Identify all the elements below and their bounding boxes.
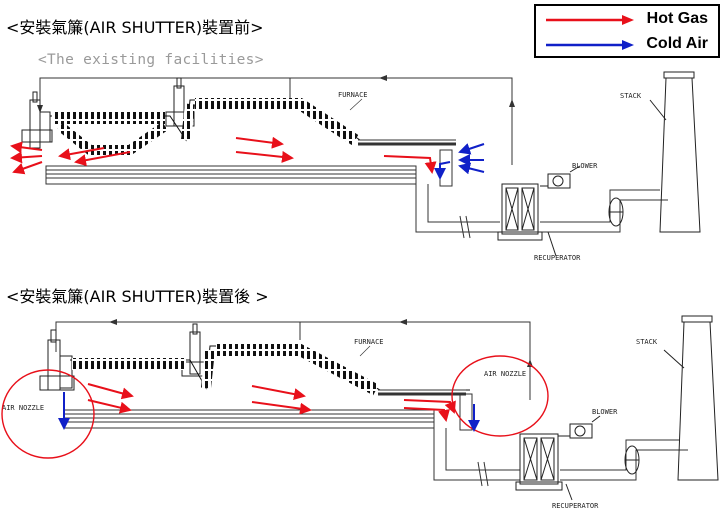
diagram-before: FURNACE STACK BLOWER RECUPERATOR xyxy=(10,71,701,262)
label-stack: STACK xyxy=(620,92,642,100)
burner-left xyxy=(21,91,53,149)
legend: Hot Gas Cold Air xyxy=(534,4,720,58)
legend-hot-gas: Hot Gas xyxy=(536,8,718,32)
stack-after xyxy=(663,315,719,481)
label-stack-after: STACK xyxy=(636,338,658,346)
burner-left-after xyxy=(39,329,75,391)
label-furnace: FURNACE xyxy=(338,91,368,99)
conveyor-chain-after xyxy=(70,344,470,396)
recuperator xyxy=(497,183,557,257)
label-furnace-after: FURNACE xyxy=(354,338,384,346)
diagram-after: FURNACE STACK BLOWER RECUPERATOR AIR NOZ… xyxy=(1,315,719,510)
conveyor-chain xyxy=(50,98,456,155)
damper-after xyxy=(624,445,640,475)
damper xyxy=(608,197,624,227)
legend-cold-air-label: Cold Air xyxy=(646,35,708,52)
recuperator-after xyxy=(515,433,573,501)
cold-air-arrows-after xyxy=(58,392,480,432)
highlight-circle-left xyxy=(1,369,95,459)
blower-after xyxy=(558,415,601,439)
label-air-nozzle-left: AIR NOZZLE xyxy=(2,404,44,412)
legend-cold-air: Cold Air xyxy=(536,33,718,57)
label-air-nozzle-right: AIR NOZZLE xyxy=(484,370,526,378)
label-blower: BLOWER xyxy=(572,162,598,170)
stack xyxy=(649,71,701,233)
label-recuperator: RECUPERATOR xyxy=(534,254,581,262)
blower xyxy=(540,165,581,189)
flue-duct xyxy=(415,184,668,239)
legend-hot-gas-label: Hot Gas xyxy=(646,10,708,27)
label-blower-after: BLOWER xyxy=(592,408,618,416)
hot-gas-arrows-after xyxy=(87,383,456,422)
flue-duct-after xyxy=(433,428,688,487)
title-after: <安裝氣簾(AIR SHUTTER)裝置後 > xyxy=(6,287,269,306)
label-recuperator-after: RECUPERATOR xyxy=(552,502,599,510)
blue-arrow-icon xyxy=(546,40,634,50)
air-nozzle-highlight-circles xyxy=(1,355,549,459)
title-before: <安裝氣簾(AIR SHUTTER)裝置前> xyxy=(6,18,264,37)
furnace-bed xyxy=(45,149,453,187)
hot-gas-arrows-before xyxy=(10,136,437,175)
burner-mid xyxy=(165,77,195,127)
highlight-circle-right xyxy=(451,355,549,437)
red-arrow-icon xyxy=(546,15,634,25)
subtitle-existing-facilities: <The existing facilities> xyxy=(38,52,264,68)
cold-air-arrows-before xyxy=(434,143,485,180)
